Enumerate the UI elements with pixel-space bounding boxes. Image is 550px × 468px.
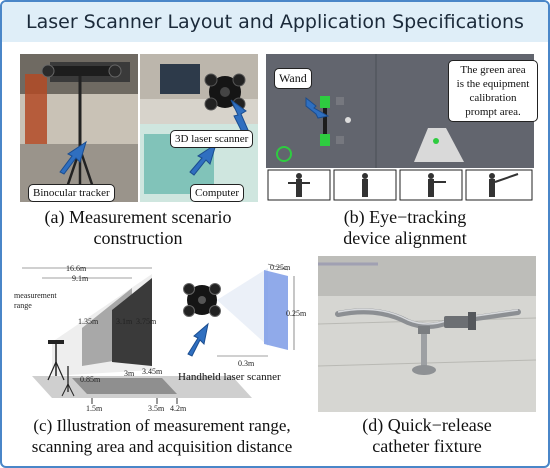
dim-width-16-6: 16.6m [66, 264, 87, 273]
panel-d-caption-line2: catheter fixture [372, 436, 482, 456]
callout-3d-laser-scanner: 3D laser scanner [170, 130, 254, 148]
dim-ground-1-5: 1.5m [86, 404, 103, 413]
dim-depth-3: 3m [124, 369, 135, 378]
panel-d-caption: (d) Quick−release catheter fixture [318, 415, 536, 457]
dim-depth-0-85: 0.85m [80, 375, 101, 384]
dim-scan-width: 0.25m [270, 263, 291, 272]
measurement-range-diagram [22, 263, 295, 404]
note-line4: prompt area. [465, 106, 521, 118]
panel-a-photo [20, 54, 258, 202]
dim-height-3-75: 3.75m [136, 317, 157, 326]
panel-b-caption-line1: (b) Eye−tracking [343, 207, 467, 227]
panel-c-caption: (c) Illustration of measurement range, s… [2, 415, 322, 457]
callout-computer: Computer [190, 184, 244, 202]
dim-height-3-1: 3.1m [116, 317, 133, 326]
handheld-scanner-label: Handheld laser scanner [178, 371, 281, 383]
panel-a-caption: (a) Measurement scenario construction [2, 207, 274, 249]
figure-title: Laser Scanner Layout and Application Spe… [2, 2, 548, 42]
panel-d-photo [318, 256, 536, 412]
note-line1: The green area [460, 64, 526, 76]
calibration-note: The green area is the equipment calibrat… [448, 60, 538, 122]
measurement-scene-illustration [20, 54, 258, 202]
dim-scan-distance: 0.3m [238, 359, 255, 368]
catheter-fixture-illustration [318, 256, 536, 412]
note-line2: is the equipment [456, 78, 530, 90]
dim-scan-height: 0.25m [286, 309, 307, 318]
panel-d-caption-line1: (d) Quick−release [362, 415, 492, 435]
dim-depth-3-45: 3.45m [142, 367, 163, 376]
panel-c-caption-line1: (c) Illustration of measurement range, [33, 416, 291, 435]
panel-a-caption-line1: (a) Measurement scenario [44, 207, 232, 227]
panel-c-caption-line2: scanning area and acquisition distance [31, 437, 293, 456]
panel-b-caption: (b) Eye−tracking device alignment [274, 207, 536, 249]
dim-range-label-1: measurement [14, 291, 57, 300]
callout-wand: Wand [274, 68, 312, 89]
note-line3: calibration [469, 92, 517, 104]
dim-width-9-1: 9.1m [72, 274, 89, 283]
dim-ground-4-2: 4.2m [170, 404, 187, 413]
panel-b-caption-line2: device alignment [343, 228, 467, 248]
callout-binocular-tracker: Binocular tracker [28, 184, 115, 202]
dim-range-label-2: range [14, 301, 32, 310]
panel-a-caption-line2: construction [93, 228, 183, 248]
dim-ground-3-5: 3.5m [148, 404, 165, 413]
dim-height-1-35: 1.35m [78, 317, 99, 326]
panel-c-dimension-labels: 16.6m 9.1m measurement range 1.35m 3.1m … [14, 263, 307, 413]
panel-c-diagram [12, 258, 312, 414]
